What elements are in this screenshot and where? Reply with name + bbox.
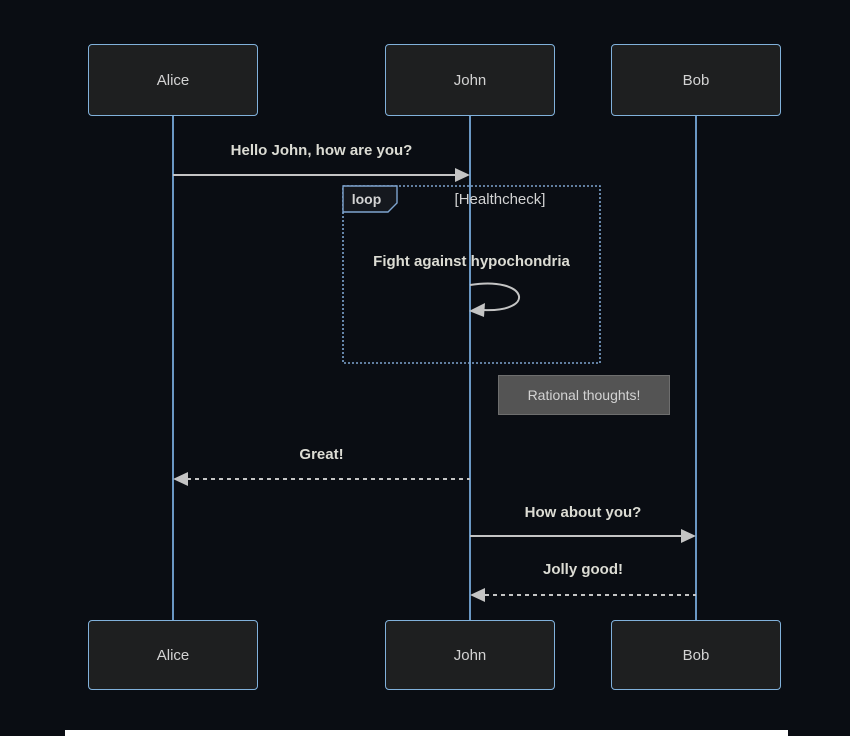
actor-label: Alice — [156, 71, 190, 89]
note-box: Rational thoughts! — [498, 375, 670, 415]
actor-label: Bob — [682, 646, 710, 664]
loop-frame — [342, 185, 601, 364]
arrowhead-left-icon — [173, 472, 188, 486]
actor-box-bob-top: Bob — [611, 44, 781, 116]
note-label: Rational thoughts! — [527, 387, 641, 403]
actor-box-alice-bottom: Alice — [88, 620, 258, 690]
actor-label: John — [453, 71, 487, 89]
message-label-hello: Hello John, how are you? — [230, 142, 413, 159]
self-loop-arrow — [469, 282, 521, 312]
actor-box-john-bottom: John — [385, 620, 555, 690]
page-edge — [65, 730, 788, 736]
loop-label-shape — [342, 185, 398, 213]
loop-label: loop — [351, 191, 382, 207]
actor-label: Bob — [682, 71, 710, 89]
actor-box-john-top: John — [385, 44, 555, 116]
message-label-how: How about you? — [524, 504, 642, 521]
arrowhead-right-icon — [455, 168, 470, 182]
message-label-self: Fight against hypochondria — [373, 253, 570, 270]
message-label-jolly: Jolly good! — [543, 561, 623, 578]
loop-condition-label: [Healthcheck] — [454, 191, 546, 208]
arrowhead-left-icon — [469, 303, 485, 317]
message-label-great: Great! — [299, 446, 344, 463]
actor-box-alice-top: Alice — [88, 44, 258, 116]
actor-box-bob-bottom: Bob — [611, 620, 781, 690]
actor-label: John — [453, 646, 487, 664]
arrowhead-left-icon — [470, 588, 485, 602]
actor-label: Alice — [156, 646, 190, 664]
arrowhead-right-icon — [681, 529, 696, 543]
